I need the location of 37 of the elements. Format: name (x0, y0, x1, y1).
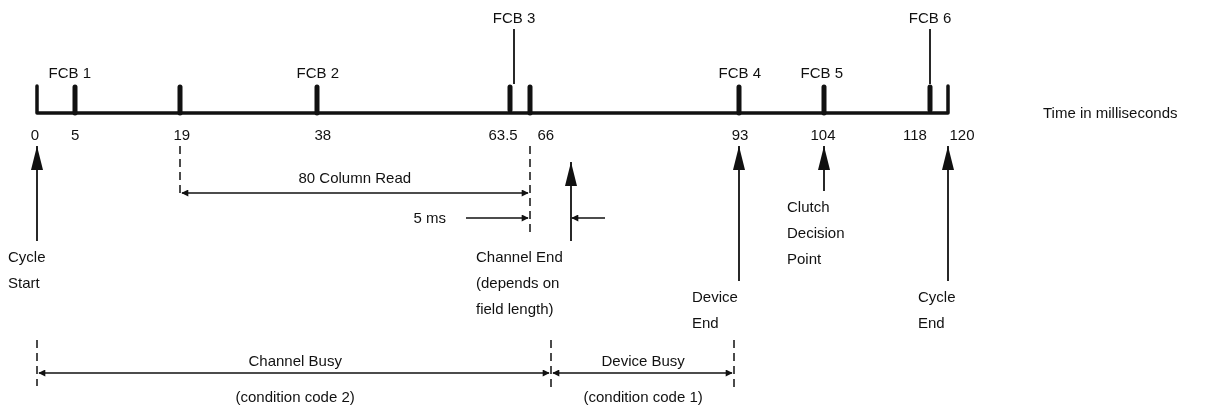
tick-label: 118 (903, 126, 927, 144)
arrow (818, 145, 830, 192)
axis-title: Time in milliseconds (1043, 104, 1178, 122)
interval-note: (condition code 2) (235, 388, 355, 406)
dimension-label: 5 ms (413, 209, 446, 227)
leader-line (929, 28, 931, 85)
arrow (565, 161, 577, 242)
arrow (31, 145, 43, 242)
tick-label: 0 (29, 126, 41, 144)
event-label: Cycle End (918, 287, 957, 333)
control-block-label: FCB 4 (718, 64, 761, 82)
arrow (733, 145, 745, 282)
event-label: FCB 3 (491, 9, 537, 27)
tick-mark (507, 84, 513, 113)
leader-line (513, 28, 515, 85)
event-label: Clutch Decision Point (787, 197, 846, 269)
control-block-label: FCB 5 (800, 64, 843, 82)
control-block-label: FCB 1 (48, 64, 91, 82)
event-label: FCB 6 (907, 9, 953, 27)
tick-label: 63.5 (488, 126, 518, 144)
tick-label: 104 (809, 126, 837, 144)
control-block-label: FCB 2 (296, 64, 339, 82)
tick-label: 93 (730, 126, 750, 144)
event-label: Device End (692, 287, 739, 333)
dimension-label: 80 Column Read (298, 169, 412, 187)
tick-label: 66 (537, 126, 555, 144)
arrow (942, 145, 954, 282)
interval-label: Device Busy (601, 352, 685, 370)
interval-label: Channel Busy (248, 352, 342, 370)
tick-mark (927, 84, 933, 113)
interval-note: (condition code 1) (583, 388, 703, 406)
tick-label: 5 (71, 126, 80, 144)
event-label: Channel End (depends on field length) (476, 247, 564, 319)
tick-label: 38 (314, 126, 332, 144)
event-label: Cycle Start (8, 247, 47, 293)
tick-label: 120 (948, 126, 976, 144)
tick-label: 19 (173, 126, 191, 144)
